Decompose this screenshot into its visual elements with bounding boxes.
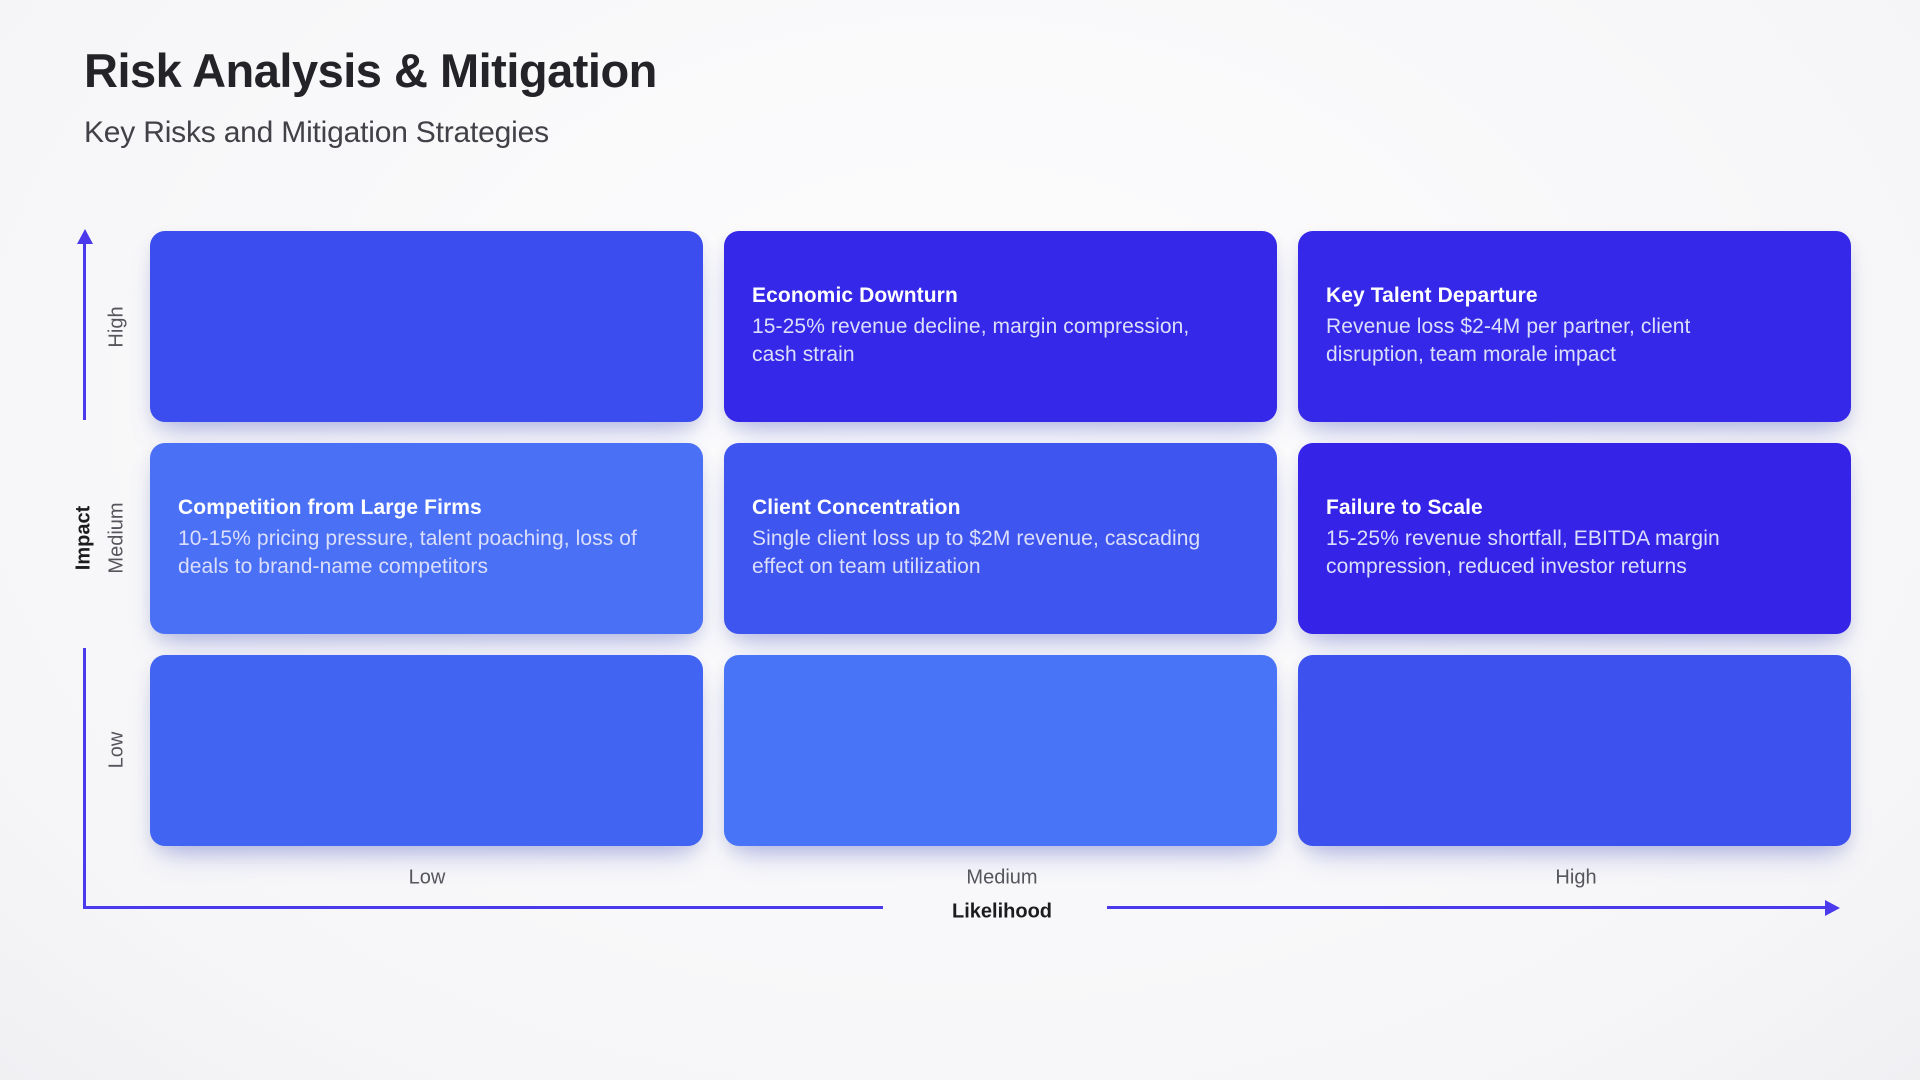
x-axis-tick-medium: Medium <box>966 866 1038 889</box>
x-axis-tick-high: High <box>1555 866 1597 889</box>
cell-description: 15-25% revenue shortfall, EBITDA margin … <box>1326 526 1720 578</box>
risk-cell-high-high: Key Talent Departure Revenue loss $2-4M … <box>1298 231 1851 422</box>
page-subtitle: Key Risks and Mitigation Strategies <box>84 116 549 150</box>
risk-cell-medium-high: Failure to Scale 15-25% revenue shortfal… <box>1298 443 1851 634</box>
risk-cell-high-low <box>150 231 703 422</box>
cell-title: Competition from Large Firms <box>178 495 482 519</box>
x-axis-arrowhead-icon <box>1825 900 1840 916</box>
y-axis-line-top <box>83 243 86 420</box>
page-title: Risk Analysis & Mitigation <box>84 44 657 97</box>
cell-description: Revenue loss $2-4M per partner, client d… <box>1326 314 1691 366</box>
cell-title: Economic Downturn <box>752 283 958 307</box>
y-axis-title: Impact <box>72 505 95 571</box>
risk-cell-low-low <box>150 655 703 846</box>
cell-description: 10-15% pricing pressure, talent poaching… <box>178 526 637 578</box>
risk-cell-high-medium: Economic Downturn 15-25% revenue decline… <box>724 231 1277 422</box>
cell-description: Single client loss up to $2M revenue, ca… <box>752 526 1201 578</box>
risk-cell-medium-medium: Client Concentration Single client loss … <box>724 443 1277 634</box>
x-axis-title: Likelihood <box>952 900 1052 923</box>
cell-title: Failure to Scale <box>1326 495 1483 519</box>
y-axis-tick-medium: Medium <box>105 502 128 574</box>
x-axis-line-right <box>1107 906 1825 909</box>
risk-matrix: Economic Downturn 15-25% revenue decline… <box>150 231 1851 846</box>
y-axis-arrowhead-icon <box>77 229 93 244</box>
x-axis-line-left <box>83 906 883 909</box>
risk-cell-low-high <box>1298 655 1851 846</box>
x-axis-tick-low: Low <box>408 866 446 889</box>
header: Risk Analysis & Mitigation Key Risks and… <box>84 44 657 150</box>
cell-title: Key Talent Departure <box>1326 283 1538 307</box>
y-axis-line-bottom <box>83 648 86 909</box>
risk-cell-low-medium <box>724 655 1277 846</box>
cell-title: Client Concentration <box>752 495 961 519</box>
y-axis-tick-low: Low <box>105 731 128 769</box>
cell-description: 15-25% revenue decline, margin compressi… <box>752 314 1190 366</box>
y-axis-tick-high: High <box>105 306 128 348</box>
risk-cell-medium-low: Competition from Large Firms 10-15% pric… <box>150 443 703 634</box>
